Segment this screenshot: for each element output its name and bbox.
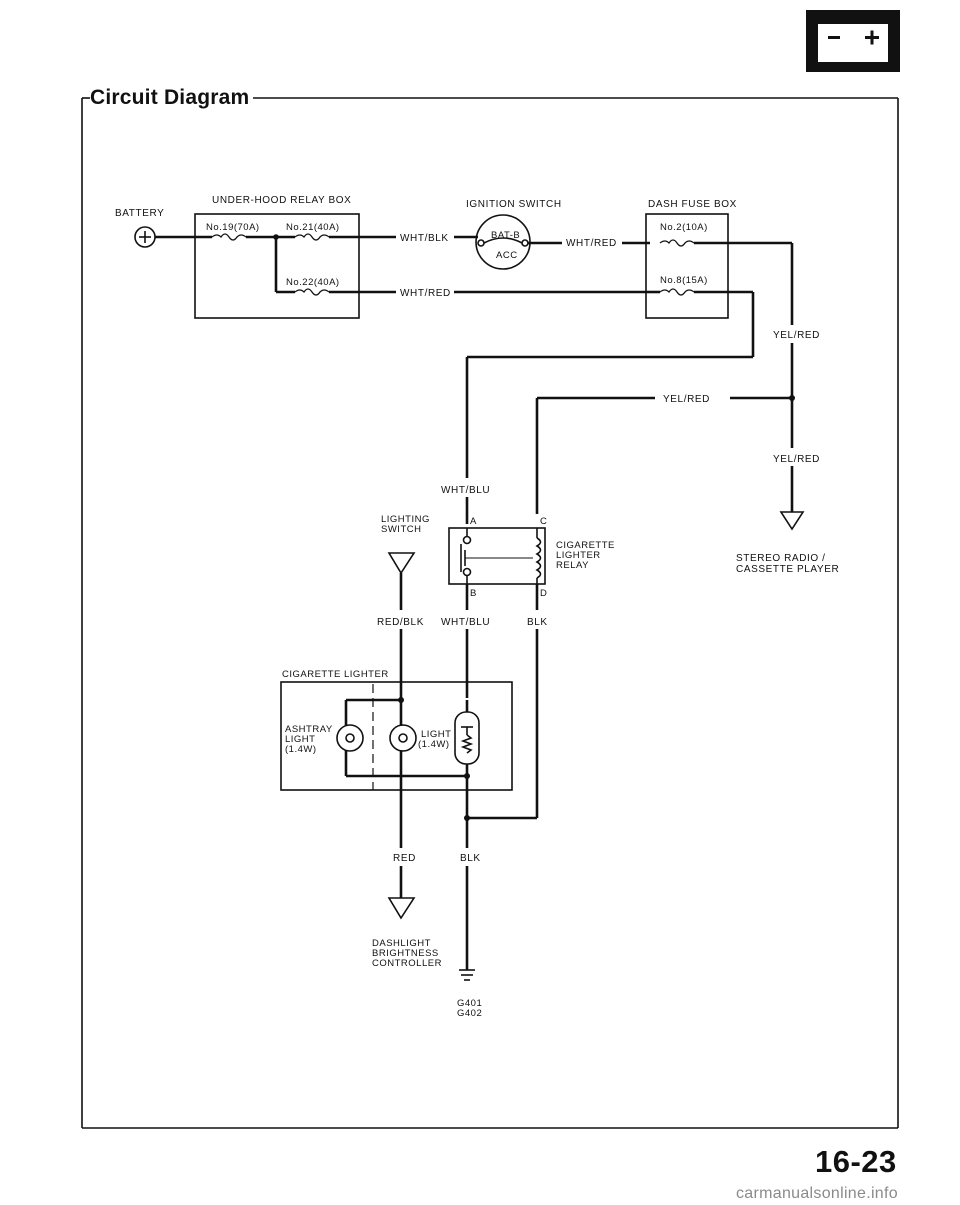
wire-blk-1-label: BLK <box>527 617 548 628</box>
lighting-switch-symbol <box>387 552 416 575</box>
dashlight-label-line3: CONTROLLER <box>372 958 442 969</box>
wire-wht-red-2-label: WHT/RED <box>400 288 451 299</box>
relay-terminal-b: B <box>470 588 477 599</box>
lighter-light-label-line2: (1.4W) <box>418 739 450 750</box>
relay-terminal-a: A <box>470 516 477 527</box>
dashlight-connector-symbol <box>387 897 416 920</box>
lighter-internal-wires <box>344 697 470 848</box>
wire-wht-blu-2-label: WHT/BLU <box>441 617 490 628</box>
fuse-no2-label: No.2(10A) <box>660 222 708 233</box>
wire-wht-red-1-label: WHT/RED <box>566 238 617 249</box>
relay-label-line2: LIGHTER <box>556 550 601 561</box>
fuse-no19-label: No.19(70A) <box>206 222 260 233</box>
ashtray-label-line1: ASHTRAY <box>285 724 333 735</box>
wire-yel-red-2-label: YEL/RED <box>663 394 710 405</box>
fuse-no8-label: No.8(15A) <box>660 275 708 286</box>
stereo-label-line1: STEREO RADIO / <box>736 553 826 564</box>
stereo-label-line2: CASSETTE PLAYER <box>736 564 839 575</box>
wire-yel-red-1-label: YEL/RED <box>773 330 820 341</box>
ashtray-bulb-icon <box>336 724 364 752</box>
battery-icon <box>806 10 900 72</box>
lighting-switch-label-line1: LIGHTING <box>381 514 430 525</box>
fuse-no22-label: No.22(40A) <box>286 277 340 288</box>
relay-label-line3: RELAY <box>556 560 589 571</box>
cigarette-lighter-relay-symbol <box>448 527 546 585</box>
wire-yel-red-3-label: YEL/RED <box>773 454 820 465</box>
relay-label-line1: CIGARETTE <box>556 540 615 551</box>
dash-fuse-box-label: DASH FUSE BOX <box>648 199 737 210</box>
diagram-frame <box>81 97 899 1129</box>
dash-fuse-box <box>645 213 729 319</box>
wire-red-label: RED <box>393 853 416 864</box>
dashlight-label-line2: BRIGHTNESS <box>372 948 439 959</box>
ignition-bat-terminal: BAT-B <box>491 230 520 241</box>
under-hood-relay-box <box>194 213 360 319</box>
ignition-switch-label: IGNITION SWITCH <box>466 199 562 210</box>
stereo-connector-symbol <box>779 511 805 531</box>
relay-output-wires <box>465 584 539 820</box>
battery-label: BATTERY <box>115 208 164 219</box>
page-title: Circuit Diagram <box>90 86 249 109</box>
battery-symbol <box>134 226 156 248</box>
lighter-bulb-icon <box>389 724 417 752</box>
relay-terminal-d: D <box>540 588 547 599</box>
dash-fuse-wires <box>465 239 795 514</box>
ashtray-label-line2: LIGHT <box>285 734 315 745</box>
ground-label-line1: G401 <box>457 998 482 1009</box>
cigarette-lighter-box <box>280 681 513 791</box>
ignition-acc-terminal: ACC <box>496 250 518 261</box>
page-number: 16-23 <box>815 1144 897 1179</box>
battery-feed-wires <box>155 233 396 296</box>
lighter-heating-element-icon <box>454 711 480 765</box>
fuse-no21-label: No.21(40A) <box>286 222 340 233</box>
watermark: carmanualsonline.info <box>736 1185 898 1202</box>
wire-blk-2-label: BLK <box>460 853 481 864</box>
wire-wht-blk-label: WHT/BLK <box>400 233 449 244</box>
wire-red-blk-label: RED/BLK <box>377 617 424 628</box>
under-hood-relay-box-label: UNDER-HOOD RELAY BOX <box>212 195 351 206</box>
cigarette-lighter-label: CIGARETTE LIGHTER <box>282 669 389 680</box>
ground-label-line2: G402 <box>457 1008 482 1019</box>
lighting-switch-label-line2: SWITCH <box>381 524 421 535</box>
ground-symbol <box>459 969 475 981</box>
lighter-light-label-line1: LIGHT <box>421 729 451 740</box>
dashlight-label-line1: DASHLIGHT <box>372 938 431 949</box>
wire-wht-blu-1-label: WHT/BLU <box>441 485 490 496</box>
relay-terminal-c: C <box>540 516 547 527</box>
ashtray-label-line3: (1.4W) <box>285 744 317 755</box>
